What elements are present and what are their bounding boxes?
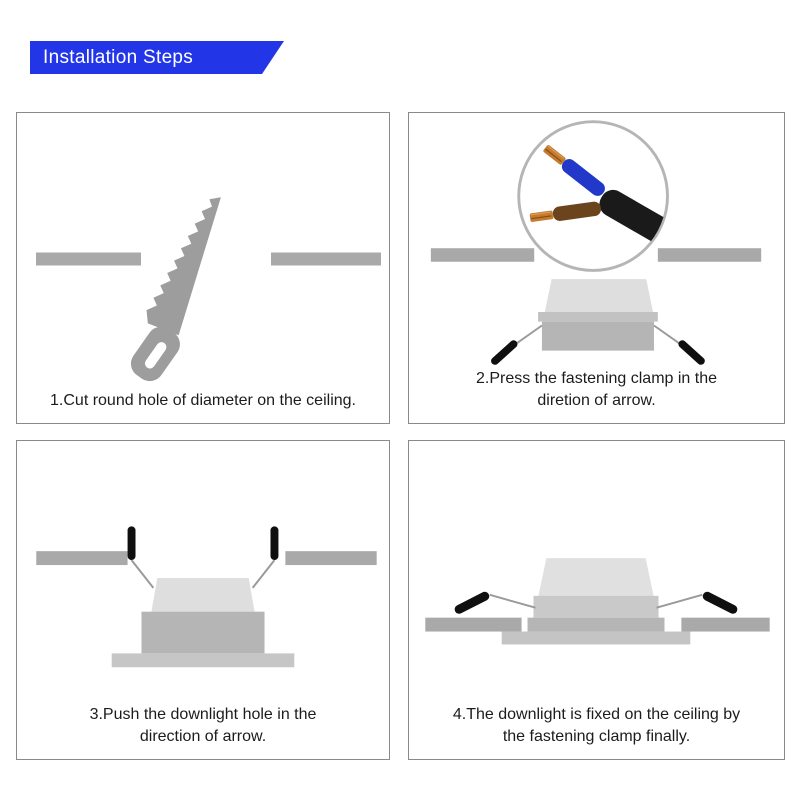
spring-wire-left [489, 593, 536, 609]
step-panel-2: 2.Press the fastening clamp in the diret… [408, 112, 785, 424]
ceiling-right-bar [271, 252, 381, 266]
downlight-rim [538, 311, 658, 322]
step-panel-3: 3.Push the downlight hole in the directi… [16, 440, 390, 760]
press-clamp-illustration [430, 120, 762, 365]
step-3-caption: 3.Push the downlight hole in the directi… [17, 704, 389, 759]
step-4-caption: 4.The downlight is fixed on the ceiling … [409, 704, 784, 759]
spring-wire-right [656, 593, 703, 609]
downlight-upper-body [533, 595, 659, 618]
step-2-caption: 2.Press the fastening clamp in the diret… [409, 368, 784, 423]
brown-wire-icon [529, 201, 601, 222]
downlight-lens [544, 279, 654, 312]
downlight-fixed-illustration [425, 558, 770, 645]
ceiling-right-bar [681, 617, 770, 632]
caption-line: 2.Press the fastening clamp in the [475, 370, 718, 387]
downlight-lens [538, 558, 654, 596]
downlight-body-in-hole [527, 617, 665, 632]
page-title: Installation Steps [43, 46, 194, 68]
saw-blade [146, 197, 221, 336]
caption-line: the fastening clamp finally. [502, 728, 691, 745]
ceiling-right-bar [285, 551, 377, 566]
magnifier-circle [517, 120, 669, 272]
fastening-clamp-left [127, 526, 136, 561]
step-1-caption: 1.Cut round hole of diameter on the ceil… [17, 390, 389, 423]
saw-icon [130, 197, 221, 382]
fastening-clamp-right [678, 340, 705, 365]
fastening-clamp-right [270, 526, 279, 561]
caption-line: 4.The downlight is fixed on the ceiling … [452, 706, 741, 723]
saw-handle-slot [144, 342, 167, 369]
ceiling-left-bar [430, 248, 535, 262]
steps-grid: 1.Cut round hole of diameter on the ceil… [16, 112, 785, 760]
step-panel-1: 1.Cut round hole of diameter on the ceil… [16, 112, 390, 424]
downlight-base-plate [111, 653, 295, 668]
caption-line: direction of arrow. [139, 728, 267, 745]
downlight-body [141, 611, 265, 654]
ceiling-left-bar [425, 617, 522, 632]
caption-line: 1.Cut round hole of diameter on the ceil… [50, 392, 356, 409]
step-panel-4: 4.The downlight is fixed on the ceiling … [408, 440, 785, 760]
header-ribbon: Installation Steps [30, 41, 284, 74]
downlight-body [541, 321, 654, 351]
ceiling-right-bar [657, 248, 762, 262]
spring-wire-right [251, 559, 276, 589]
fastening-clamp-left [491, 340, 518, 365]
caption-line: diretion of arrow. [537, 392, 656, 409]
push-downlight-illustration [36, 526, 377, 668]
caption-line: 3.Push the downlight hole in the [89, 706, 317, 723]
fastening-clamp-left [454, 591, 490, 614]
saw-cutting-illustration [36, 197, 381, 382]
fastening-clamp-right [702, 591, 738, 614]
downlight-lens [151, 577, 255, 612]
ceiling-left-bar [36, 252, 141, 266]
blue-wire-icon [543, 145, 605, 196]
ceiling-left-bar [36, 551, 128, 566]
spring-wire-left [130, 559, 155, 589]
downlight-base-plate [501, 631, 691, 645]
